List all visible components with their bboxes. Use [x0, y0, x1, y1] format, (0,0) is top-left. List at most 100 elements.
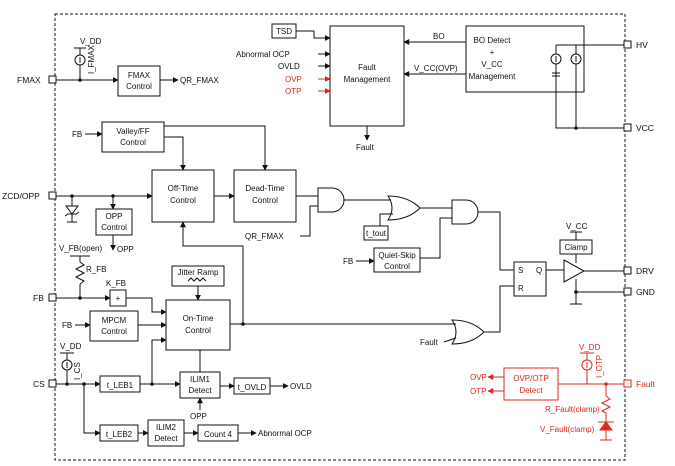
otp-red-label: OTP	[470, 387, 486, 396]
dead-time-l1: Dead-Time	[245, 184, 285, 193]
and-gate-1	[317, 187, 345, 213]
fmax-control-l2: Control	[126, 82, 152, 91]
kfb-plus: +	[116, 294, 121, 303]
fault-mgmt-l1: Fault	[358, 63, 377, 72]
ttout-block	[363, 225, 389, 241]
valley-ff-l2: Control	[120, 138, 146, 147]
opp-ilim-label: OPP	[190, 412, 207, 421]
pin-fb-label: FB	[33, 293, 44, 303]
cs-current-source: V_DD I_CS	[60, 342, 82, 384]
opp-out-label: OPP	[117, 245, 134, 254]
count4-label: Count 4	[204, 430, 233, 439]
vfb-open-label: V_FB(open)	[59, 244, 102, 253]
iotp-label: I_OTP	[595, 355, 604, 378]
abnormal-ocp-out-label: Abnormal OCP	[258, 429, 312, 438]
and-gate-2	[451, 199, 479, 225]
latch-s: S	[518, 266, 523, 275]
fault-out-label: Fault	[356, 143, 375, 152]
bo-l1: BO Detect	[474, 36, 512, 45]
vdd-otp-label: V_DD	[579, 343, 601, 352]
ovp-otp-section: OVP/OTP Detect OVP OTP V_DD I_OTP R_Faul…	[470, 343, 656, 441]
off-time-block	[151, 169, 215, 223]
or-gate-2	[451, 319, 485, 345]
chip-outline	[54, 13, 626, 461]
pin-cs-label: CS	[33, 379, 45, 389]
vcc-ovp-label: V_CC(OVP)	[414, 64, 458, 73]
fmax-current-source: V_DD I_FMAX	[74, 37, 102, 80]
tovld-label: t_OVLD	[238, 383, 267, 392]
bo-l3: V_CC	[481, 60, 503, 69]
mpcm-l2: Control	[101, 327, 127, 336]
opp-control-l1: OPP	[106, 212, 123, 221]
driver-buffer	[563, 259, 586, 283]
pin-gnd-label: GND	[636, 287, 655, 297]
qr-fmax-in-label: QR_FMAX	[245, 232, 284, 241]
jitter-ramp-icon	[187, 277, 207, 282]
jitter-ramp-label: Jitter Ramp	[178, 268, 219, 277]
ilim2-l1: ILIM2	[156, 423, 177, 432]
ovp-red-label: OVP	[470, 373, 487, 382]
tsd-label: TSD	[276, 27, 292, 36]
ifmax-label: I_FMAX	[87, 44, 96, 74]
ovp-otp-l2: Detect	[519, 386, 543, 395]
on-time-l2: Control	[185, 326, 211, 335]
pin-drv-label: DRV	[636, 266, 654, 276]
off-time-l1: Off-Time	[168, 184, 199, 193]
bo-l4: Management	[469, 72, 516, 81]
latch-r: R	[518, 284, 524, 293]
vfault-zener	[599, 421, 613, 431]
vcc-clamp-label: V_CC	[566, 222, 588, 231]
pin-fmax	[48, 75, 57, 84]
mpcm-l1: MPCM	[102, 316, 127, 325]
abnormal-ocp-in-label: Abnormal OCP	[236, 50, 290, 59]
dead-time-l2: Control	[252, 196, 278, 205]
pin-drv	[623, 266, 632, 275]
pin-hv	[623, 40, 632, 49]
valley-ff-l1: Valley/FF	[116, 127, 149, 136]
ttout-label: t_tout	[366, 229, 387, 238]
on-time-l1: On-Time	[183, 314, 214, 323]
pin-zcd-opp-label: ZCD/OPP	[2, 191, 40, 201]
quiet-skip-l2: Control	[384, 262, 410, 271]
pin-vcc	[623, 123, 632, 132]
ilim1-l1: ILIM1	[190, 375, 211, 384]
rfault-resistor	[600, 395, 612, 414]
vdd-fmax-label: V_DD	[80, 37, 102, 46]
rfault-label: R_Fault(clamp)	[545, 405, 600, 414]
pin-fault-label: Fault	[636, 379, 656, 389]
fault-mgmt-l2: Management	[344, 75, 391, 84]
ovld-out-label: OVLD	[290, 382, 312, 391]
tleb1-label: t_LEB1	[107, 381, 134, 390]
fmax-control-l1: FMAX	[128, 71, 151, 80]
fb-valley-label: FB	[72, 130, 82, 139]
rfb-label: R_FB	[86, 265, 106, 274]
or-gate-1	[387, 195, 421, 221]
hv-startup-sources	[550, 44, 624, 130]
pin-gnd	[623, 287, 632, 296]
pin-zcd-opp	[48, 191, 57, 200]
quiet-skip-l1: Quiet-Skip	[378, 251, 416, 260]
pin-fault	[623, 379, 632, 388]
tleb2-label: t_LEB2	[106, 430, 133, 439]
qr-fmax-out-label: QR_FMAX	[180, 76, 219, 85]
opp-control-l2: Control	[101, 223, 127, 232]
fb-mpcm-label: FB	[62, 321, 72, 330]
ovp-otp-block	[503, 367, 559, 401]
zener-zcd	[64, 196, 80, 223]
on-time-block	[165, 299, 231, 351]
ovld-in-label: OVLD	[278, 62, 300, 71]
bo-detect-block	[465, 25, 585, 93]
bo-l2: +	[490, 48, 495, 57]
ovp-otp-l1: OVP/OTP	[513, 374, 549, 383]
valley-ff-block	[101, 121, 165, 153]
rfb-resistor	[74, 261, 86, 285]
ilim1-l2: Detect	[188, 386, 212, 395]
bo-label: BO	[433, 32, 445, 41]
ilim2-l2: Detect	[154, 434, 178, 443]
kfb-label: K_FB	[106, 279, 126, 288]
pin-vcc-label: VCC	[636, 123, 654, 133]
pin-fmax-label: FMAX	[17, 75, 41, 85]
pin-hv-label: HV	[636, 40, 648, 50]
off-time-l2: Control	[170, 196, 196, 205]
